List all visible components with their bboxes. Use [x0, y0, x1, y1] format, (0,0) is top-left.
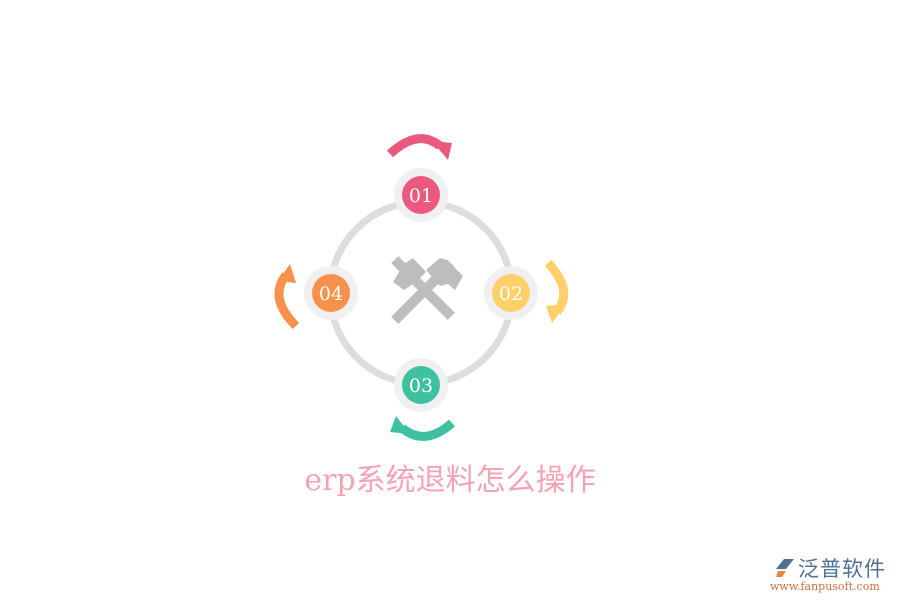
step-node-02: 02 — [484, 266, 538, 320]
step-label-01: 01 — [409, 185, 433, 207]
step-label-04: 04 — [319, 283, 343, 305]
brand-url: www.fanpusoft.com — [770, 580, 880, 593]
arrow-bottom-icon — [390, 416, 455, 441]
fanpu-logo-icon — [776, 559, 794, 577]
brand-name: 泛普软件 — [798, 557, 886, 581]
arrow-top-icon — [386, 134, 452, 160]
step-label-03: 03 — [409, 375, 433, 397]
step-label-02: 02 — [499, 283, 523, 305]
step-node-03: 03 — [394, 358, 448, 412]
step-node-01: 01 — [394, 168, 448, 222]
arrow-left-icon — [274, 264, 300, 330]
diagram-title: erp系统退料怎么操作 — [304, 463, 596, 498]
step-node-04: 04 — [304, 266, 358, 320]
arrow-right-icon — [544, 259, 569, 323]
crossed-hammers-icon — [391, 256, 463, 324]
brand-logo: 泛普软件 www.fanpusoft.com — [768, 553, 896, 595]
